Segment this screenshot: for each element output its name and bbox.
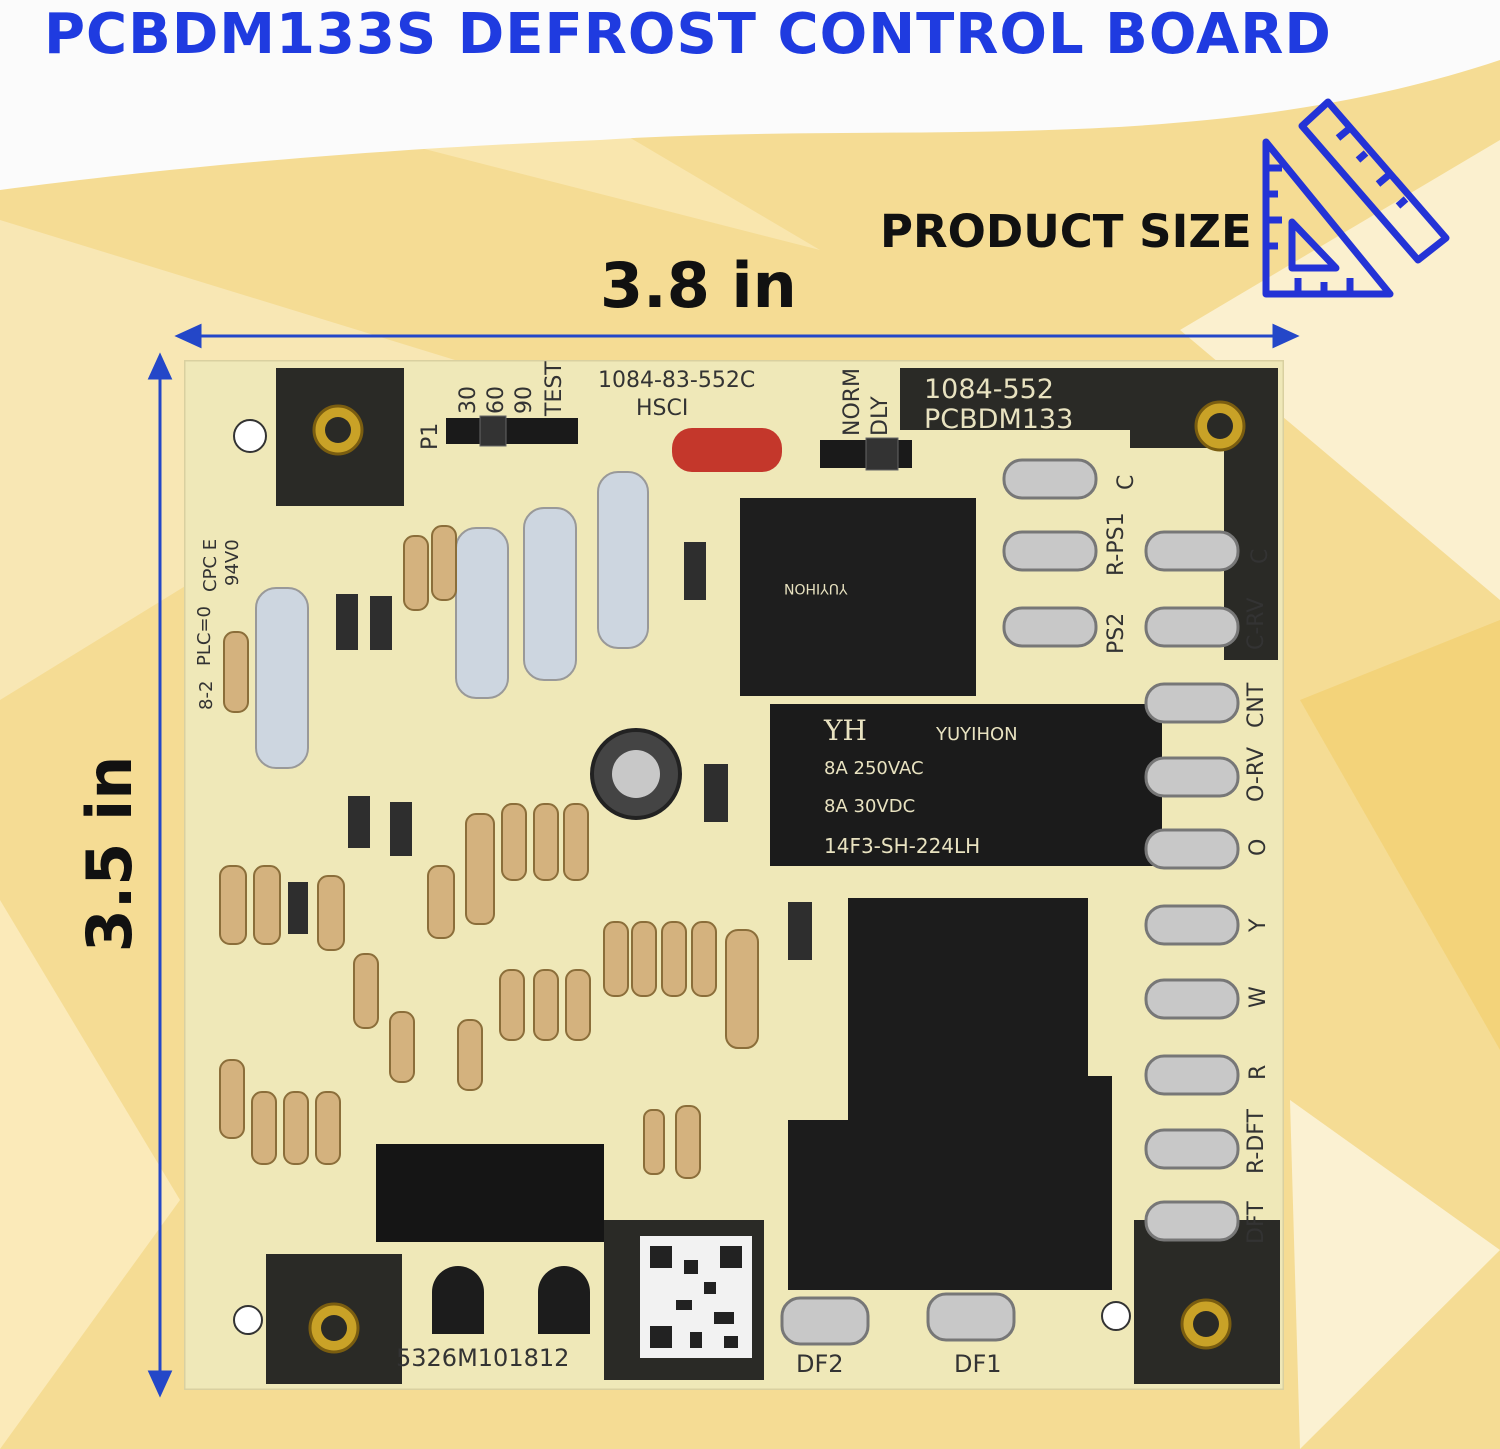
mid-relay-rating-dc: 8A 30VDC bbox=[824, 796, 916, 817]
board-marking-8-2: 8-2 bbox=[196, 680, 217, 710]
header-label-30: 30 bbox=[456, 386, 481, 414]
terminal-label-r-dft: R-DFT bbox=[1244, 1109, 1269, 1174]
header-p1-label: P1 bbox=[418, 422, 443, 450]
mid-relay-rating-ac: 8A 250VAC bbox=[824, 758, 924, 779]
terminal-label-ps2: PS2 bbox=[1104, 612, 1129, 654]
model-block-line1: 1084-552 bbox=[924, 374, 1054, 405]
terminal-label-df1: DF1 bbox=[954, 1350, 1002, 1378]
board-marking-94v0: 94V0 bbox=[222, 539, 243, 586]
board-marking-plc: PLC=0 bbox=[194, 606, 215, 666]
header-label-90: 90 bbox=[512, 386, 537, 414]
model-block-line2: PCBDM133 bbox=[924, 404, 1074, 435]
product-size-label: PRODUCT SIZE bbox=[880, 205, 1252, 258]
pcb-artwork bbox=[184, 360, 1284, 1390]
terminal-label-c: C bbox=[1248, 548, 1273, 564]
terminal-label-w: W bbox=[1246, 986, 1271, 1008]
terminal-label-c-rv: C-RV bbox=[1244, 597, 1269, 650]
jumper-label-norm: NORM bbox=[840, 367, 865, 436]
board-marking-cpc: CPC E bbox=[200, 538, 221, 592]
header-label-60: 60 bbox=[484, 386, 509, 414]
jumper-label-dly: DLY bbox=[868, 396, 893, 436]
terminal-label-o: O bbox=[1246, 838, 1271, 856]
ruler-triangle-icon bbox=[1262, 98, 1450, 298]
terminal-label-y: Y bbox=[1246, 918, 1271, 932]
terminal-label-r: R bbox=[1246, 1064, 1271, 1080]
header-label-test: TEST bbox=[542, 361, 567, 416]
terminal-label-cnt: CNT bbox=[1244, 682, 1269, 728]
terminal-label-o-rv: O-RV bbox=[1244, 747, 1269, 802]
board-part-number: 1084-83-552C bbox=[598, 368, 756, 393]
page-title: PCBDM133S DEFROST CONTROL BOARD bbox=[44, 2, 1332, 67]
board-hsci: HSCI bbox=[636, 396, 689, 421]
mid-relay-model: 14F3-SH-224LH bbox=[824, 834, 981, 858]
width-dimension-label: 3.8 in bbox=[600, 249, 797, 322]
mid-relay-brand: YUYIHON bbox=[936, 724, 1018, 745]
terminal-label-df2: DF2 bbox=[796, 1350, 844, 1378]
mid-relay-logo: YH bbox=[824, 714, 867, 747]
board-serial: 5326M101812 bbox=[396, 1344, 570, 1372]
terminal-label-r-ps1: R-PS1 bbox=[1104, 512, 1129, 576]
small-relay-brand: YUYIHON bbox=[784, 580, 848, 596]
terminal-label-dft: DFT bbox=[1244, 1201, 1269, 1244]
pcb-board: 1084-83-552C HSCI 1084-552 PCBDM133 5326… bbox=[184, 360, 1284, 1390]
terminal-label-c-upper: C bbox=[1114, 474, 1139, 490]
